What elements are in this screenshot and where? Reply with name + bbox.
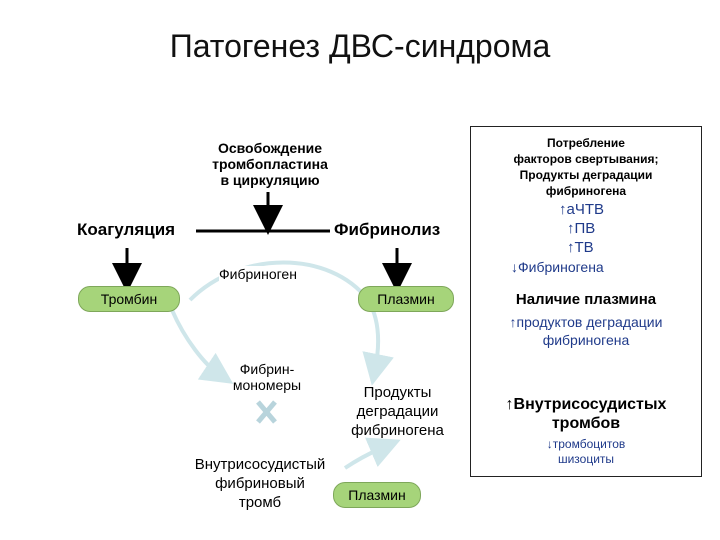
block-mark	[256, 400, 277, 424]
consumption-label: Потребление факторов свертывания; Продук…	[471, 135, 701, 199]
consumption-line-4: фибриногена	[545, 184, 627, 198]
fibrinogen-down-row: ↓Фибриногена	[511, 259, 604, 275]
arrow-up-icon: ↑	[509, 314, 517, 330]
thrombin-curve	[170, 309, 234, 384]
thrombi-label: ↑Внутрисосудистых тромбов	[471, 395, 701, 433]
coagulation-label: Коагуляция	[77, 220, 176, 239]
fibrin-monomers-label: Фибрин- мономеры	[212, 361, 322, 393]
release-line-3: в циркуляцию	[220, 172, 320, 188]
arrow-up-icon: ↑	[567, 220, 575, 237]
arrow-up-icon: ↑	[505, 396, 514, 413]
products-label: Продукты деградации фибриногена	[335, 383, 460, 440]
platelets-text: тромбоцитов	[552, 437, 626, 451]
plasmin-node: Плазмин	[358, 286, 454, 312]
products-up-line-1: ↑продуктов деградации	[471, 313, 701, 331]
fibrinogen-down-label: Фибриногена	[518, 259, 604, 275]
products-line-3: фибриногена	[351, 422, 444, 439]
pv-row: ↑ПВ	[567, 220, 595, 237]
thrombi-line-1: ↑Внутрисосудистых	[471, 395, 701, 414]
arrow-down-icon: ↓	[546, 437, 553, 451]
arrow-down-icon: ↓	[511, 259, 518, 275]
thrombin-node: Тромбин	[78, 286, 180, 312]
release-line-1: Освобождение	[217, 140, 323, 156]
thrombus-curve	[343, 437, 401, 470]
products-up-text: продуктов деградации	[516, 314, 663, 330]
thrombi-text: Внутрисосудистых	[513, 396, 667, 413]
products-line-2: деградации	[356, 403, 439, 420]
products-up-label: ↑продуктов деградации фибриногена	[471, 313, 701, 349]
arrow-up-icon: ↑	[567, 239, 575, 256]
thrombus-line-2: фибриновый	[215, 475, 305, 492]
consumption-line-3: Продукты деградации	[519, 168, 653, 182]
consumption-line-1: Потребление	[547, 136, 625, 150]
tv-row: ↑ТВ	[567, 239, 594, 256]
products-line-1: Продукты	[363, 384, 432, 401]
fibrinogen-label: Фибриноген	[219, 266, 297, 282]
lab-findings-panel: Потребление факторов свертывания; Продук…	[470, 126, 702, 477]
plasmin-presence-label: Наличие плазмина	[515, 291, 657, 308]
aptt-label: аЧТВ	[566, 201, 605, 218]
thrombus-label: Внутрисосудистый фибриновый тромб	[170, 455, 350, 512]
fibrin-monomers-line-1: Фибрин-	[239, 361, 295, 377]
consumption-line-2: факторов свертывания;	[513, 152, 659, 166]
thrombus-line-3: тромб	[238, 494, 282, 511]
tv-label: ТВ	[574, 239, 594, 256]
platelets-label: ↓тромбоцитов шизоциты	[471, 437, 701, 467]
fibrinolysis-label: Фибринолиз	[334, 220, 441, 239]
schistocytes-text: шизоциты	[557, 452, 615, 466]
arrow-up-icon: ↑	[559, 201, 567, 218]
thrombi-line-2: тромбов	[551, 415, 621, 432]
plasmin-node-2: Плазмин	[333, 482, 421, 508]
platelets-line: ↓тромбоцитов	[471, 437, 701, 452]
aptt-row: ↑аЧТВ	[559, 201, 604, 218]
release-label: Освобождение тромбопластина в циркуляцию	[190, 140, 350, 188]
page-title: Патогенез ДВС-синдрома	[169, 28, 551, 64]
pv-label: ПВ	[574, 220, 596, 237]
products-up-line-2: фибриногена	[542, 332, 630, 348]
fibrin-monomers-line-2: мономеры	[232, 377, 302, 393]
thrombus-line-1: Внутрисосудистый	[194, 456, 326, 473]
release-line-2: тромбопластина	[212, 156, 328, 172]
